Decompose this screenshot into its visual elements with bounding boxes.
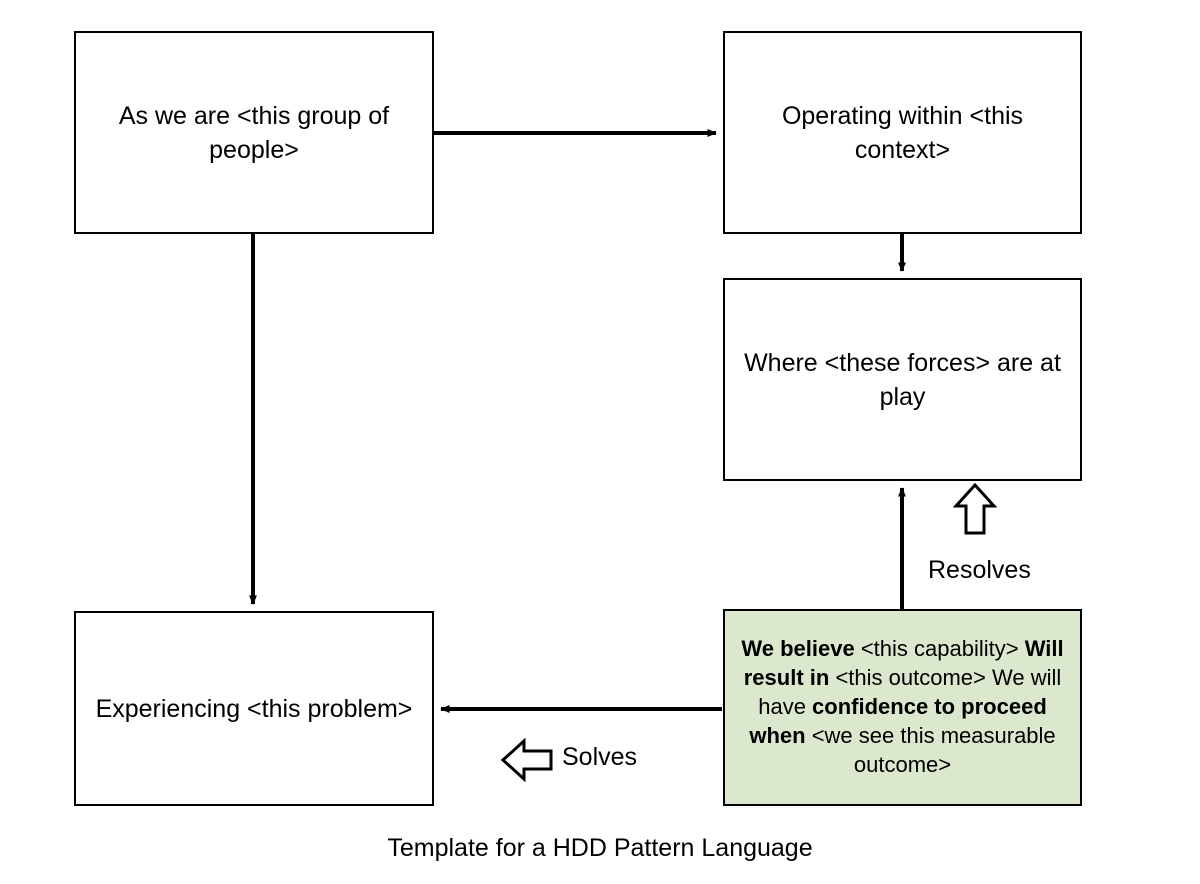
hypothesis-text-segment: <this outcome> bbox=[829, 665, 992, 691]
node-operating-within[interactable]: Operating within <this context> bbox=[723, 31, 1082, 234]
hypothesis-text-segment: We will have bbox=[758, 665, 1062, 720]
node-as-we-are-label: As we are <this group of people> bbox=[118, 101, 390, 164]
node-experiencing-this-problem-label: Experiencing <this problem> bbox=[95, 694, 413, 723]
node-where-these-forces[interactable]: Where <these forces> are at play bbox=[723, 278, 1082, 481]
edge-label-solves: Solves bbox=[562, 743, 638, 771]
hypothesis-text-segment: <this capability> bbox=[854, 636, 1025, 662]
node-hypothesis-label: We believe <this capability> Will result… bbox=[725, 635, 1080, 779]
hypothesis-bold-segment: We believe bbox=[741, 636, 855, 662]
node-hypothesis[interactable]: We believe <this capability> Will result… bbox=[723, 609, 1082, 806]
hypothesis-text-segment: <we see this measurable outcome> bbox=[805, 722, 1056, 777]
hypothesis-bold-segment: confidence to proceed when bbox=[749, 694, 1047, 748]
hypothesis-bold-segment: Will result in bbox=[743, 636, 1064, 691]
diagram-caption: Template for a HDD Pattern Language bbox=[387, 834, 813, 862]
node-operating-within-label: Operating within <this context> bbox=[781, 101, 1024, 164]
node-as-we-are[interactable]: As we are <this group of people> bbox=[74, 31, 434, 234]
node-where-these-forces-label: Where <these forces> are at play bbox=[744, 348, 1061, 411]
block-arrow-up-icon bbox=[953, 482, 997, 535]
block-arrow-left-icon bbox=[500, 738, 553, 782]
node-experiencing-this-problem[interactable]: Experiencing <this problem> bbox=[74, 611, 434, 806]
edge-label-resolves: Resolves bbox=[928, 556, 1031, 584]
